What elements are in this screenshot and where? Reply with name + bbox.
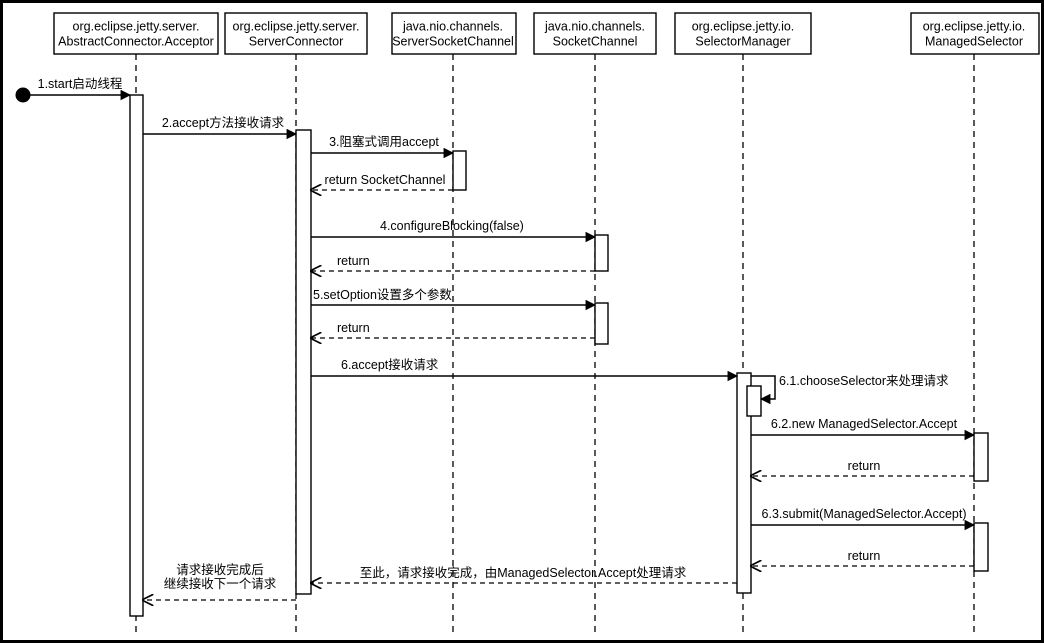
lifeline-box-acceptor[interactable] <box>53 12 219 55</box>
sequence-diagram-svg: org.eclipse.jetty.server.AbstractConnect… <box>15 12 1040 636</box>
message-label-m2: 2.accept方法接收请求 <box>162 115 285 130</box>
message-label-line1-m8r: 请求接收完成后 <box>176 562 264 577</box>
message-m63r: return <box>751 549 974 566</box>
message-m4r: return <box>311 254 595 271</box>
lifeline-socket_channel: java.nio.channels.SocketChannel <box>533 12 657 636</box>
message-label-m63: 6.3.submit(ManagedSelector.Accept) <box>762 507 967 521</box>
message-label-m63r: return <box>848 549 881 563</box>
message-m61: 6.1.chooseSelector来处理请求 <box>751 374 949 405</box>
lifeline-acceptor: org.eclipse.jetty.server.AbstractConnect… <box>53 12 219 636</box>
message-label-m1: 1.start启动线程 <box>38 76 123 91</box>
message-label-m4r: return <box>337 254 370 268</box>
activation-bar-act-selector-self <box>746 385 762 417</box>
message-m6: 6.accept接收请求 <box>311 357 739 382</box>
lifeline-label-line2-acceptor: AbstractConnector.Acceptor <box>58 34 214 48</box>
lifeline-server_socket_channel: java.nio.channels.ServerSocketChannel <box>391 12 517 636</box>
message-label-m62: 6.2.new ManagedSelector.Accept <box>771 417 958 431</box>
message-m5r: return <box>311 321 595 338</box>
message-m3r: return SocketChannel <box>311 173 453 190</box>
message-label-m62r: return <box>848 459 881 473</box>
activation-bar-act-managed-2 <box>973 522 989 572</box>
lifeline-label-line1-selector_manager: org.eclipse.jetty.io. <box>692 19 795 33</box>
message-label-m6: 6.accept接收请求 <box>341 357 439 372</box>
message-m5: 5.setOption设置多个参数 <box>311 287 597 311</box>
lifeline-label-line2-server_socket_channel: ServerSocketChannel <box>392 34 514 48</box>
lifeline-box-server_socket_channel[interactable] <box>391 12 517 55</box>
activations-layer <box>129 94 989 617</box>
message-label-m4: 4.configureBlocking(false) <box>380 219 524 233</box>
message-m1: 1.start启动线程 <box>30 76 132 101</box>
lifeline-label-line1-socket_channel: java.nio.channels. <box>544 19 645 33</box>
lifeline-box-socket_channel[interactable] <box>533 12 657 55</box>
lifeline-label-line1-acceptor: org.eclipse.jetty.server. <box>73 19 200 33</box>
message-m4: 4.configureBlocking(false) <box>311 219 597 243</box>
activation-bar-act-server-socket <box>452 150 467 191</box>
lifeline-label-line2-managed_selector: ManagedSelector <box>925 34 1023 48</box>
message-m7r: 至此，请求接收完成，由ManagedSelector.Accept处理请求 <box>311 565 737 583</box>
activation-bar-act-socket-2 <box>594 302 609 345</box>
lifeline-label-line1-managed_selector: org.eclipse.jetty.io. <box>923 19 1026 33</box>
start-node-icon <box>15 87 31 103</box>
activation-bar-act-acceptor <box>129 94 144 617</box>
activation-bar-act-selector-manager <box>736 372 752 594</box>
message-label-line2-m8r: 继续接收下一个请求 <box>164 576 277 591</box>
message-line-m61 <box>751 375 776 405</box>
message-m63: 6.3.submit(ManagedSelector.Accept) <box>751 507 976 531</box>
start-node-layer <box>15 87 31 103</box>
message-m2: 2.accept方法接收请求 <box>143 115 298 140</box>
message-m62r: return <box>751 459 974 476</box>
message-m62: 6.2.new ManagedSelector.Accept <box>751 417 976 441</box>
lifeline-label-line2-selector_manager: SelectorManager <box>695 34 790 48</box>
message-label-m3: 3.阻塞式调用accept <box>329 134 439 149</box>
message-label-m5: 5.setOption设置多个参数 <box>313 287 452 302</box>
lifeline-box-managed_selector[interactable] <box>910 12 1040 55</box>
message-label-m5r: return <box>337 321 370 335</box>
lifeline-label-line2-socket_channel: SocketChannel <box>553 34 638 48</box>
activation-bar-act-managed-1 <box>973 432 989 482</box>
message-label-m7r: 至此，请求接收完成，由ManagedSelector.Accept处理请求 <box>360 565 687 580</box>
lifeline-box-server_connector[interactable] <box>224 12 368 55</box>
message-label-m3r: return SocketChannel <box>325 173 446 187</box>
lifeline-label-line1-server_socket_channel: java.nio.channels. <box>402 19 503 33</box>
activation-bar-act-socket-1 <box>594 234 609 272</box>
message-label-m61: 6.1.chooseSelector来处理请求 <box>779 374 949 388</box>
message-m3: 3.阻塞式调用accept <box>311 134 455 159</box>
lifeline-label-line1-server_connector: org.eclipse.jetty.server. <box>233 19 360 33</box>
lifeline-label-line2-server_connector: ServerConnector <box>249 34 344 48</box>
messages-layer: 1.start启动线程 2.accept方法接收请求 3.阻塞式调用accept re… <box>30 76 976 600</box>
lifelines-layer: org.eclipse.jetty.server.AbstractConnect… <box>53 12 1040 636</box>
lifeline-box-selector_manager[interactable] <box>674 12 812 55</box>
activation-bar-act-server-connector <box>295 129 312 595</box>
